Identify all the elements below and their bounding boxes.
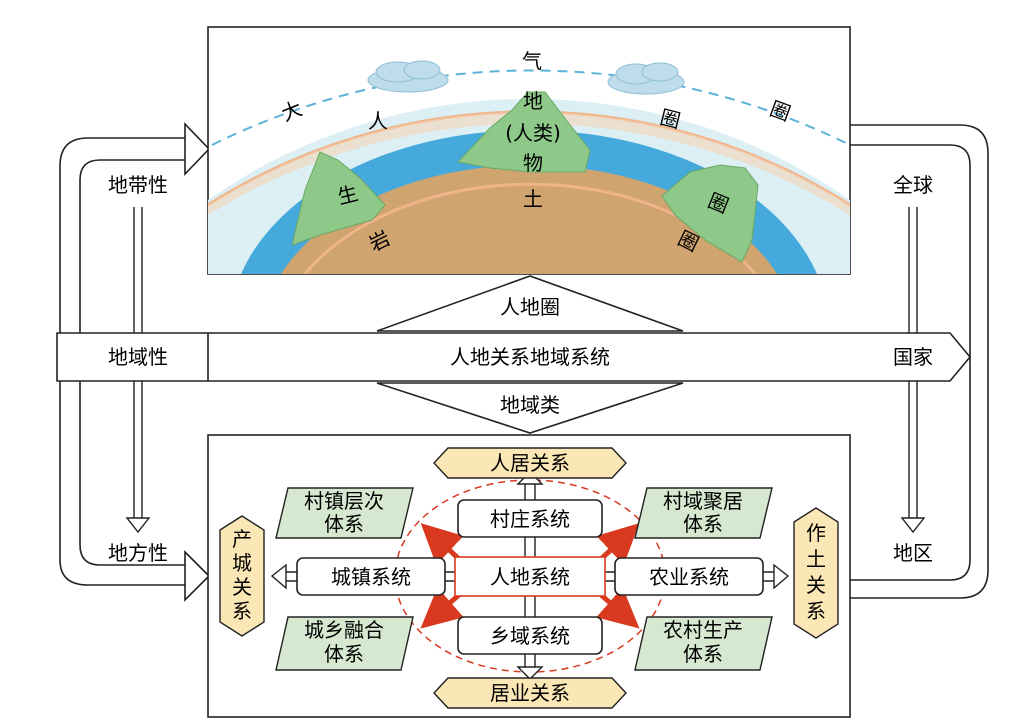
bottom-tag-shape	[433, 677, 627, 709]
sphere-band	[208, 111, 850, 215]
sphere-label-wu: 物	[523, 151, 543, 175]
cloud-right	[607, 62, 685, 95]
left-tag-char-4: 系	[232, 599, 252, 623]
right-loop-arrow	[850, 124, 989, 599]
right-tag-char-1: 作	[806, 521, 826, 545]
village-system-box	[457, 499, 603, 538]
left-vertical-arrow	[125, 207, 151, 534]
agriculture-system-label: 农业系统	[649, 565, 729, 589]
left-loop-arrowhead-top	[184, 122, 211, 176]
downward-triangle-arrow	[376, 382, 684, 434]
mountain-center	[457, 91, 591, 173]
ne-box-line1: 村域聚居	[663, 489, 743, 513]
sphere-label-qi: 气	[522, 49, 542, 73]
right-tag-char-2: 土	[806, 547, 826, 571]
left-tag-char-2: 城	[232, 551, 252, 575]
land-core	[280, 165, 778, 274]
left-top-label: 地带性	[108, 173, 168, 197]
sw-green-box	[275, 616, 414, 671]
nw-box-line2: 体系	[324, 512, 364, 536]
sw-box-line2: 体系	[324, 642, 364, 666]
nw-green-box	[275, 487, 414, 539]
bottom-arrow-label: 地域类	[500, 393, 560, 417]
sw-box-line1: 城乡融合	[304, 618, 384, 642]
township-system-label: 乡域系统	[490, 624, 570, 648]
ne-box-line2: 体系	[683, 512, 723, 536]
sphere-label-di: 地	[523, 89, 543, 113]
core-red-arrows	[420, 523, 640, 629]
sphere-label-tu: 土	[523, 187, 543, 211]
right-top-label: 全球	[893, 173, 933, 197]
left-tag-char-3: 关	[232, 575, 252, 599]
earth-illustration	[208, 60, 850, 274]
nw-box-line1: 村镇层次	[304, 489, 384, 513]
village-system-label: 村庄系统	[490, 507, 570, 531]
right-tag-char-3: 关	[806, 573, 826, 597]
left-tag-shape	[219, 515, 265, 637]
bottom-tag-label: 居业关系	[490, 681, 570, 705]
sphere-label-ren: 人	[368, 109, 388, 133]
mountain-right	[661, 164, 759, 263]
band-right-label: 国家	[893, 345, 933, 369]
band-left-label: 地域性	[108, 345, 168, 369]
atmosphere-dashed-boundary	[211, 69, 850, 146]
core-system-box	[454, 556, 606, 597]
agriculture-system-box	[614, 557, 764, 596]
arrow-down-head	[516, 666, 544, 680]
sphere-label-renlei: (人类)	[505, 121, 561, 145]
cloud-left	[367, 60, 449, 93]
se-box-line2: 体系	[683, 642, 723, 666]
right-vertical-arrow	[900, 207, 926, 534]
main-band-arrow	[56, 332, 972, 382]
town-system-box	[296, 557, 446, 596]
town-system-label: 城镇系统	[331, 565, 411, 589]
arrow-left-head	[270, 563, 287, 590]
upward-triangle-arrow	[376, 275, 684, 332]
right-tag-shape	[793, 507, 839, 639]
band-center-label: 人地关系地域系统	[450, 345, 610, 369]
se-box-line1: 农村生产	[663, 618, 743, 642]
se-green-box	[634, 616, 773, 671]
top-tag-shape	[433, 447, 627, 479]
township-system-box	[457, 616, 603, 655]
top-tag-label: 人居关系	[490, 451, 570, 475]
left-tag-char-1: 产	[232, 527, 252, 551]
top-arrow-label: 人地圈	[500, 295, 560, 319]
right-tag-char-4: 系	[806, 599, 826, 623]
arrow-right-head	[773, 563, 790, 590]
left-bottom-label: 地方性	[108, 541, 168, 565]
ne-green-box	[634, 487, 773, 539]
right-bottom-label: 地区	[893, 541, 933, 565]
core-system-label: 人地系统	[490, 565, 570, 589]
mountain-left	[291, 151, 386, 246]
left-loop-arrowhead-bottom	[184, 550, 211, 602]
